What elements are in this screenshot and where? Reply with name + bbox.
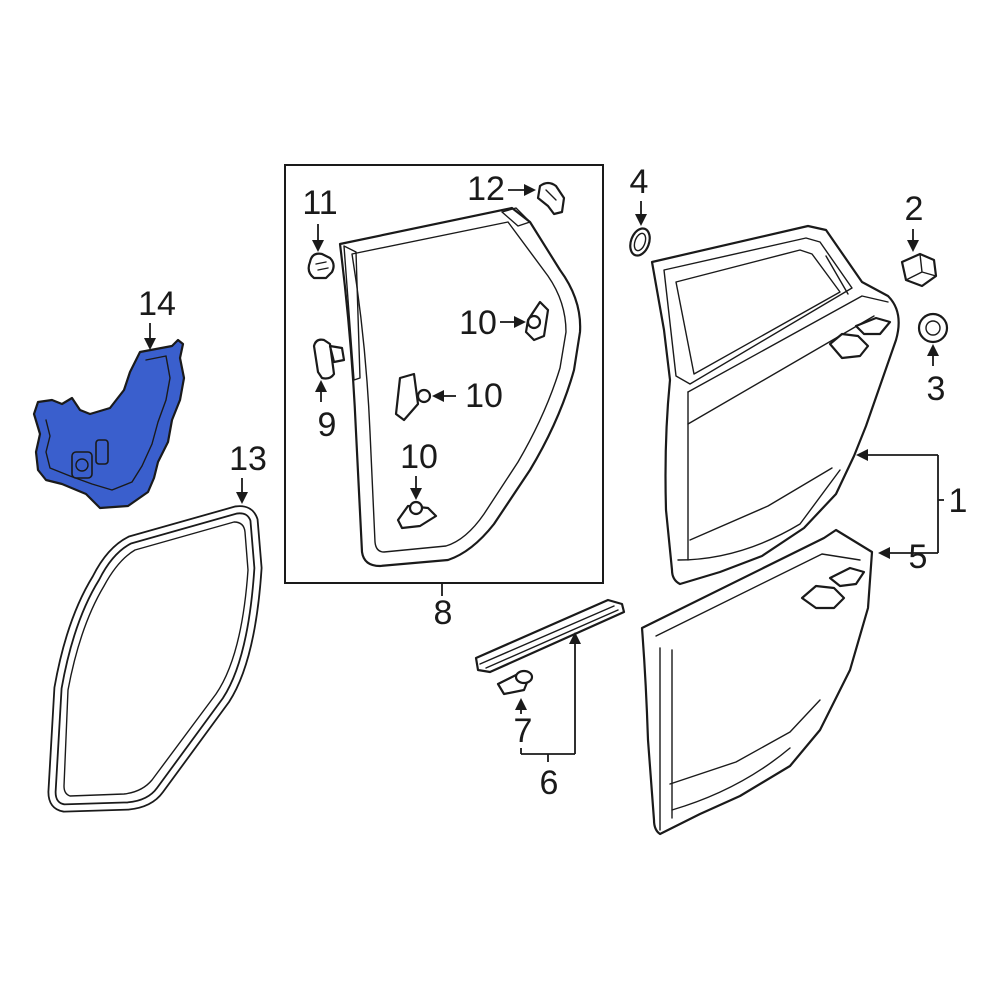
arrow-4 — [635, 214, 647, 226]
callout-12[interactable]: 12 — [467, 170, 505, 208]
arrow-7 — [515, 698, 527, 710]
part-1-window-frame — [663, 237, 853, 385]
callout-2-group: 2 — [905, 190, 924, 252]
callout-7[interactable]: 7 — [514, 712, 533, 750]
part-10c-clip[interactable] — [396, 500, 438, 530]
part-2-plug[interactable] — [900, 252, 938, 288]
part-14-inner-edge — [45, 355, 171, 491]
callout-10b-group: 10 — [432, 377, 503, 415]
arrow-5 — [878, 547, 890, 559]
arrow-6 — [569, 632, 581, 644]
callout-10a-group: 10 — [459, 304, 526, 342]
part-13-inner — [63, 521, 249, 797]
part-6-belt-molding[interactable] — [474, 598, 626, 674]
arrow-2 — [907, 240, 919, 252]
part-14-opening-a — [71, 451, 93, 479]
callout-12-group: 12 — [467, 170, 536, 208]
callout-14-group: 14 — [138, 285, 176, 350]
callout-3-group: 3 — [927, 344, 946, 408]
arrow-13 — [236, 492, 248, 504]
callout-4-group: 4 — [630, 163, 649, 226]
callout-7-group: 7 — [514, 698, 533, 750]
callout-11[interactable]: 11 — [302, 184, 337, 222]
callout-9-group: 9 — [315, 380, 336, 444]
part-14-opening-b — [75, 458, 89, 472]
part-9-retainer[interactable] — [312, 338, 346, 380]
callout-10a[interactable]: 10 — [459, 304, 497, 342]
part-4-grommet[interactable] — [627, 226, 653, 258]
part-5-door-shell[interactable] — [640, 528, 874, 836]
callout-14[interactable]: 14 — [138, 285, 176, 323]
part-13-weatherstrip[interactable] — [47, 505, 263, 813]
callout-1[interactable]: 1 — [949, 482, 968, 520]
callout-13[interactable]: 13 — [229, 440, 267, 478]
part-10b-clip[interactable] — [394, 372, 432, 422]
callout-9[interactable]: 9 — [318, 406, 337, 444]
callout-10c-group: 10 — [400, 438, 438, 500]
callout-8[interactable]: 8 — [434, 594, 453, 632]
arrow-10c — [410, 488, 422, 500]
part-8-channel-inner — [351, 221, 567, 553]
part-1-rear-door[interactable] — [650, 224, 900, 586]
arrow-1 — [856, 449, 868, 461]
callout-4[interactable]: 4 — [630, 163, 649, 201]
arrow-14 — [144, 338, 156, 350]
callout-10b[interactable]: 10 — [465, 377, 503, 415]
callout-11-group: 11 — [302, 184, 338, 252]
part-14-shape[interactable] — [32, 338, 186, 510]
arrow-11 — [312, 240, 324, 252]
part-8-group-box — [284, 164, 604, 584]
part-3-grommet[interactable] — [917, 312, 949, 344]
callout-6-group: 6 — [520, 632, 581, 802]
part-11-clip[interactable] — [307, 252, 335, 280]
arrow-10b — [432, 390, 444, 402]
part-13-outer — [47, 505, 263, 813]
callout-3[interactable]: 3 — [927, 370, 946, 408]
callout-8-group: 8 — [434, 584, 453, 632]
callout-6[interactable]: 6 — [540, 764, 559, 802]
arrow-10a — [514, 316, 526, 328]
arrow-12 — [524, 184, 536, 196]
part-5-handle-recess — [800, 584, 846, 610]
part-1-door-outline — [650, 224, 900, 586]
callout-5[interactable]: 5 — [909, 538, 928, 576]
part-1-handle — [828, 332, 870, 360]
part-8-channel-outer — [338, 206, 582, 568]
arrow-9 — [315, 380, 327, 392]
part-14-opening-c — [95, 439, 109, 465]
callout-1-5-bracket: 1 5 — [856, 449, 967, 576]
arrow-3 — [927, 344, 939, 356]
part-10a-clip[interactable] — [524, 300, 550, 342]
callout-10c[interactable]: 10 — [400, 438, 438, 476]
callout-13-group: 13 — [229, 440, 267, 504]
part-8-glass-run-channel[interactable] — [338, 206, 582, 568]
part-14-water-shield[interactable] — [32, 338, 186, 510]
callout-2[interactable]: 2 — [905, 190, 924, 228]
part-12-clip[interactable] — [536, 181, 566, 216]
part-7-clip[interactable] — [496, 669, 534, 696]
